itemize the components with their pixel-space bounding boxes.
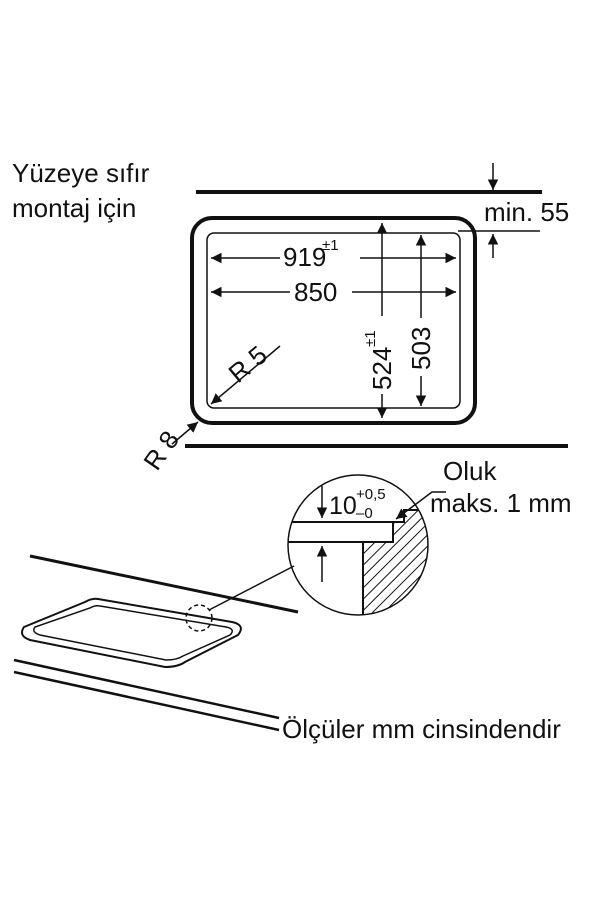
cutout-inner-outline	[206, 232, 461, 409]
detail-circle	[287, 474, 429, 616]
perspective-recess-inner	[33, 605, 233, 661]
cutout-outer-outline	[190, 216, 477, 425]
min-gap-label: min. 55	[484, 197, 569, 227]
inner-width-label: 850	[294, 277, 337, 307]
outer-radius-label: R 8	[137, 425, 185, 475]
title-line-2: montaj için	[12, 193, 136, 223]
inner-width-label-bg	[290, 276, 352, 308]
outer-radius-leader	[171, 421, 199, 445]
outer-width-tolerance: ±1	[322, 237, 339, 254]
inner-depth-label: 503	[406, 327, 436, 370]
outer-width-label: 919	[283, 242, 326, 272]
inner-radius-leader	[210, 345, 281, 405]
inner-depth-label-bg	[404, 318, 438, 376]
detail-leader	[208, 565, 295, 611]
recess-depth-label: 10	[329, 492, 357, 520]
units-note: Ölçüler mm cinsindendir	[282, 714, 561, 744]
recess-section-hatch	[362, 509, 428, 615]
groove-leader	[395, 491, 446, 520]
inner-radius-label: R 5	[223, 340, 273, 389]
groove-label-line-1: Oluk	[443, 456, 497, 486]
groove-label-line-2: maks. 1 mm	[430, 488, 572, 518]
perspective-front-edge-bottom	[13, 670, 280, 732]
outer-depth-label: 524	[367, 347, 397, 390]
outer-depth-tolerance: ±1	[362, 330, 379, 347]
perspective-recess-outer	[21, 597, 242, 669]
perspective-front-edge-top	[13, 658, 280, 720]
recess-depth-tol-minus: –0	[356, 505, 373, 522]
perspective-back-edge	[29, 554, 299, 614]
recess-depth-tol-plus: +0,5	[356, 486, 386, 503]
outer-depth-label-bg	[365, 316, 399, 394]
title-line-1: Yüzeye sıfır	[12, 158, 150, 188]
outer-width-label-bg	[280, 241, 360, 273]
detail-marker	[185, 604, 213, 632]
